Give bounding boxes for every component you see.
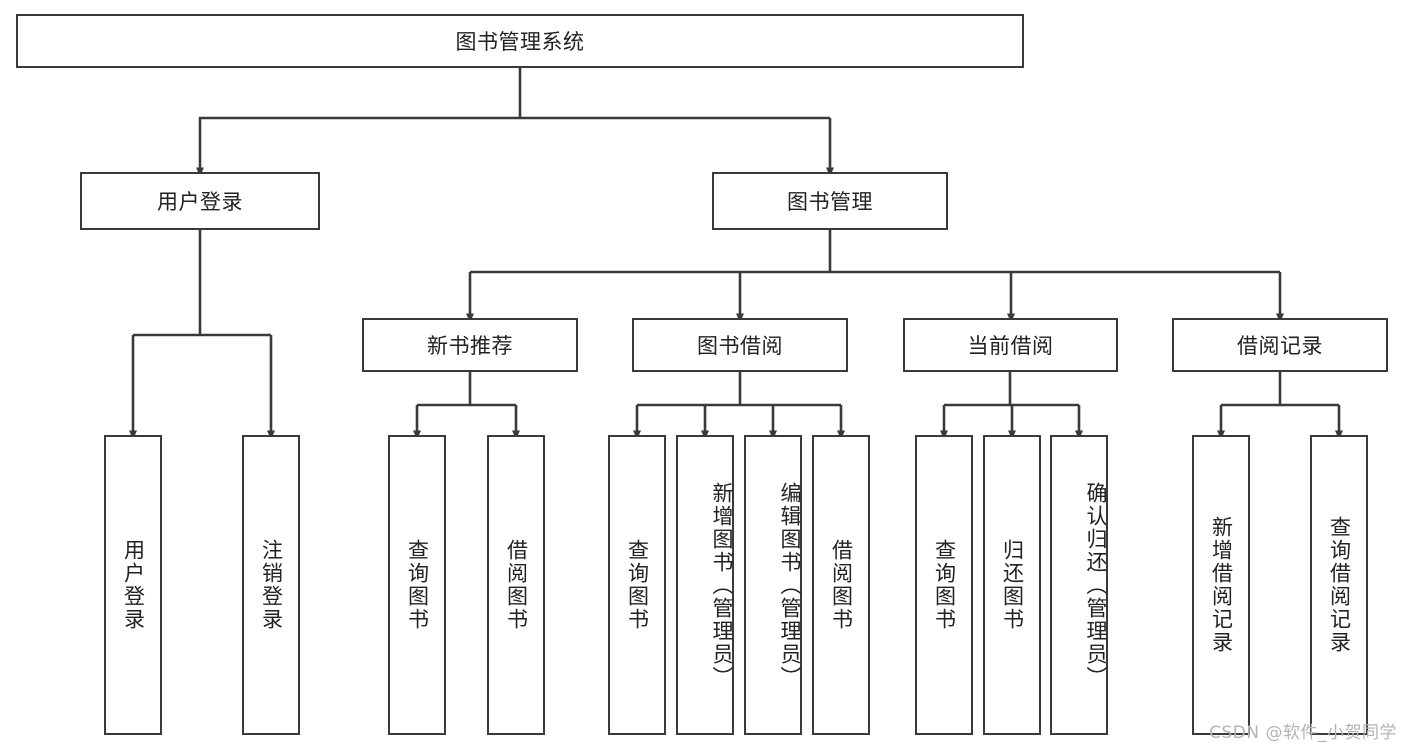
node-book-borrow[interactable]: 图书借阅 — [632, 318, 848, 372]
node-label: 当前借阅 — [967, 334, 1054, 358]
node-root[interactable]: 图书管理系统 — [16, 14, 1024, 68]
node-label: 查询图书 — [625, 539, 650, 631]
node-label: 用户登录 — [121, 539, 146, 631]
node-label: 借阅图书 — [504, 539, 529, 631]
node-label: 查询图书 — [932, 539, 957, 631]
node-leaf-return-book[interactable]: 归还图书 — [983, 435, 1041, 735]
node-label: 查询图书 — [405, 539, 430, 631]
node-leaf-add-book[interactable]: 新增图书（管理员） — [676, 435, 734, 735]
node-book-manage[interactable]: 图书管理 — [712, 172, 948, 230]
node-leaf-query-record[interactable]: 查询借阅记录 — [1310, 435, 1368, 735]
node-label: 编辑图书（管理员） — [778, 481, 802, 689]
node-label: 用户登录 — [157, 190, 243, 214]
node-label: 新增图书（管理员） — [710, 481, 734, 689]
node-label: 新书推荐 — [427, 334, 513, 358]
node-leaf-query-book-3[interactable]: 查询图书 — [915, 435, 973, 735]
node-label: 图书借阅 — [697, 334, 783, 358]
node-borrow-record[interactable]: 借阅记录 — [1172, 318, 1388, 372]
node-leaf-borrow-book-1[interactable]: 借阅图书 — [487, 435, 545, 735]
node-current-borrow[interactable]: 当前借阅 — [903, 318, 1118, 372]
node-label: 借阅记录 — [1237, 334, 1323, 358]
node-leaf-query-book-2[interactable]: 查询图书 — [608, 435, 666, 735]
watermark-text: CSDN @软件_小贺同学 — [1209, 723, 1397, 743]
node-leaf-user-logout[interactable]: 注销登录 — [242, 435, 300, 735]
node-label: 新增借阅记录 — [1209, 516, 1234, 654]
node-leaf-user-login[interactable]: 用户登录 — [104, 435, 162, 735]
node-label: 图书管理系统 — [455, 30, 585, 54]
node-label: 注销登录 — [259, 539, 284, 631]
node-leaf-confirm-return[interactable]: 确认归还（管理员） — [1050, 435, 1108, 735]
node-label: 确认归还（管理员） — [1084, 481, 1108, 689]
node-leaf-edit-book[interactable]: 编辑图书（管理员） — [744, 435, 802, 735]
node-user-login[interactable]: 用户登录 — [80, 172, 320, 230]
node-label: 借阅图书 — [829, 539, 854, 631]
node-leaf-add-record[interactable]: 新增借阅记录 — [1192, 435, 1250, 735]
node-label: 归还图书 — [1000, 539, 1025, 631]
node-label: 图书管理 — [787, 190, 873, 214]
node-new-book-recommend[interactable]: 新书推荐 — [362, 318, 578, 372]
node-label: 查询借阅记录 — [1327, 516, 1352, 654]
node-leaf-borrow-book-2[interactable]: 借阅图书 — [812, 435, 870, 735]
edges-group — [129, 68, 1343, 440]
node-leaf-query-book-1[interactable]: 查询图书 — [388, 435, 446, 735]
